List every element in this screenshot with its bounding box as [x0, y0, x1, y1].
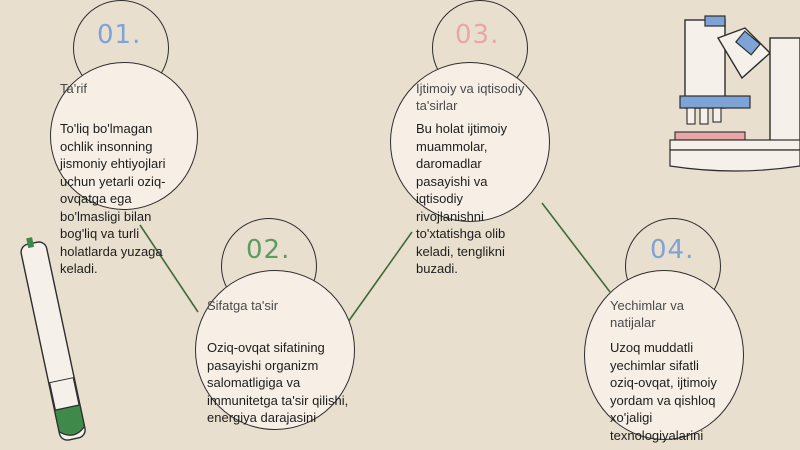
connector-1-2	[139, 224, 199, 313]
step-1-number: 01.	[97, 20, 142, 50]
step-2-title: Sifatga ta'sir	[207, 298, 279, 313]
step-4-number: 04.	[650, 235, 695, 265]
step-4-title: Yechimlar va natijalar	[610, 298, 684, 330]
step-3-circle	[390, 62, 550, 222]
connector-2-3	[347, 231, 413, 323]
step-3-number: 03.	[455, 20, 500, 50]
step-1-body: To'liq bo'lmagan ochlik insonning jismon…	[60, 121, 166, 276]
step-2-number: 02.	[246, 235, 291, 265]
step-2-body: Oziq-ovqat sifatining pasayishi organizm…	[207, 340, 349, 425]
step-3-body: Bu holat ijtimoiy muammolar, daromadlar …	[416, 121, 508, 276]
test-tube-icon	[20, 237, 86, 441]
step-4-body: Uzoq muddatli yechimlar sifatli oziq-ovq…	[610, 340, 717, 443]
step-2-circle	[195, 270, 355, 430]
step-4-circle	[584, 270, 744, 440]
microscope-icon	[669, 15, 800, 172]
step-1-circle	[50, 62, 198, 210]
step-1-title: Ta'rif	[60, 81, 88, 96]
step-3-title: Ijtimoiy va iqtisodiy ta'sirlar	[416, 81, 525, 113]
connector-3-4	[541, 202, 611, 293]
